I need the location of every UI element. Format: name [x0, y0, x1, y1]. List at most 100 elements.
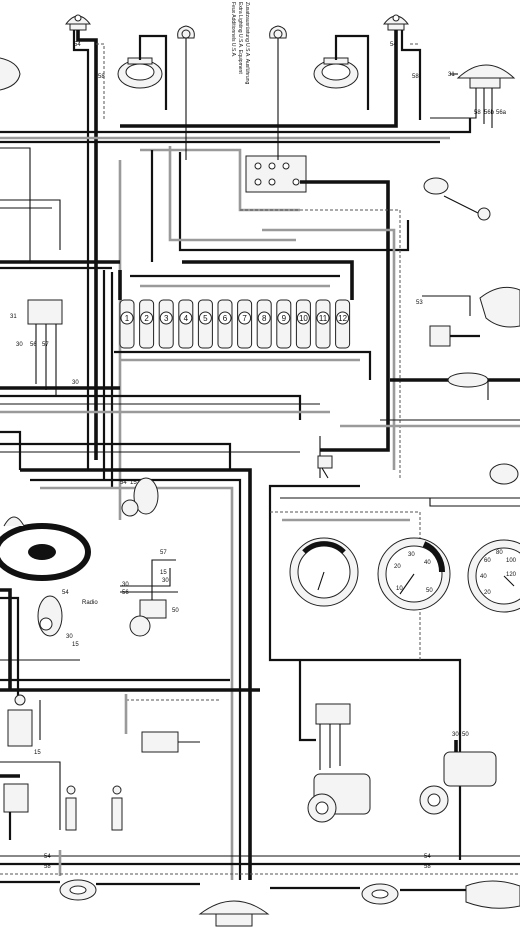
label-50-starter: 50 [462, 732, 469, 738]
dimmer-relay-icon [245, 155, 307, 193]
starter-motor-icon: 30 50 [419, 732, 497, 815]
label-56-left: 56 [30, 342, 37, 348]
label-54-right: 54 [390, 42, 397, 48]
label-15-ign: 15 [160, 570, 167, 576]
license-light-icon [198, 900, 270, 927]
fuse-2: 2 [139, 299, 155, 349]
fuse-label: 10 [299, 314, 308, 323]
fuse-label: 6 [223, 314, 228, 323]
label-58-bottom-right: 58 [424, 864, 431, 870]
header-line-3: Feux Additionnels U.S.A. [230, 2, 236, 57]
bulb-left-icon [177, 25, 195, 39]
header-line-2: Extra Lighting U.S.A. Equipment [237, 2, 243, 74]
tacho-50: 50 [426, 588, 433, 594]
label-30b-ign: 30 [162, 578, 169, 584]
fuse-label: 1 [125, 314, 130, 323]
fuse-4: 4 [178, 299, 194, 349]
label-58-left: 58 [98, 74, 105, 80]
fuse-label: 9 [282, 314, 287, 323]
label-30-key: 30 [66, 634, 73, 640]
top-labels: 54 58 54 58 31 58 56b 56a [74, 42, 507, 116]
horn-icon [423, 177, 491, 221]
tacho-20: 20 [394, 564, 401, 570]
dimmer-switch-icon: 54 15 [120, 477, 159, 517]
label-30-starter: 30 [452, 732, 459, 738]
speedo-80: 80 [496, 550, 503, 556]
steering-wheel-icon [0, 516, 91, 581]
fuse-10: 10 [295, 299, 311, 349]
ignition-switch-icon: 57 30 56 15 30 50 [120, 550, 179, 637]
label-30-mid: 30 [72, 380, 79, 386]
fuse-3: 3 [158, 299, 174, 349]
tail-lamp-far-right-icon [465, 880, 520, 909]
label-56b-headlight: 56b [484, 110, 495, 116]
radio-icon: 54 Radio 30 15 [37, 590, 98, 648]
label-50-ign: 50 [172, 608, 179, 614]
label-15-coil: 15 [34, 750, 41, 756]
tail-lamp-right-icon [489, 463, 519, 485]
headlamp-unit-right-icon [313, 57, 359, 89]
speedo-40: 40 [480, 574, 487, 580]
fuse-9: 9 [276, 299, 292, 349]
fuse-6: 6 [217, 299, 233, 349]
bottom-components: 54 58 54 58 [0, 854, 520, 927]
label-54-left: 54 [74, 42, 81, 48]
label-53-right: 53 [416, 300, 423, 306]
interior-light-icon [447, 372, 489, 400]
label-31-headlight: 31 [448, 72, 455, 78]
label-54-bottom-right: 54 [424, 854, 431, 860]
label-58-headlight: 58 [474, 110, 481, 116]
tacho-10: 10 [396, 586, 403, 592]
lower-left-wiring [0, 588, 520, 876]
label-54-sw: 54 [120, 480, 127, 486]
turn-signal-right-icon [382, 14, 410, 31]
fuse-label: 2 [144, 314, 149, 323]
fuse-12: 12 [335, 299, 351, 349]
fog-lamp-icon: 53 [416, 286, 520, 347]
tail-lamp-left-icon [59, 879, 97, 901]
label-54-bottom: 54 [44, 854, 51, 860]
label-56-ign: 56 [122, 590, 129, 596]
headlight-right-icon [456, 64, 516, 89]
brake-switch-icon [141, 731, 200, 753]
label-radio: Radio [82, 600, 98, 606]
fuse-label: 5 [203, 314, 208, 323]
top-components [0, 14, 516, 91]
label-57-mid: 57 [160, 550, 167, 556]
spark-plug-right-icon [111, 785, 123, 831]
label-56a-headlight: 56a [496, 110, 507, 116]
fuse-label: 7 [242, 314, 247, 323]
speedo-100: 100 [506, 558, 517, 564]
tachometer: 10 20 30 40 50 [377, 537, 451, 611]
regulator-left-icon: 31 30 56 57 [10, 299, 63, 396]
turn-signal-left-icon [64, 14, 92, 31]
tail-lamp-mid-icon [361, 883, 399, 905]
headlight-left-icon [0, 57, 21, 91]
header-line-1: Zusatzausrüstung U.S.A. Ausführung [244, 2, 250, 84]
speedo-20: 20 [484, 590, 491, 596]
distributor-icon [3, 783, 29, 840]
label-15-key: 15 [72, 642, 79, 648]
label-57-left: 57 [42, 342, 49, 348]
top-wiring [0, 30, 493, 470]
middle-wiring: 30 [0, 378, 520, 880]
fuse-11: 11 [315, 299, 331, 349]
fuse-1: 1 [119, 299, 135, 349]
label-30-left: 30 [16, 342, 23, 348]
fuse-5: 5 [197, 299, 213, 349]
speedometer: 20 40 60 80 100 120 [467, 539, 520, 613]
label-58-bottom: 58 [44, 864, 51, 870]
label-15-sw: 15 [130, 480, 137, 486]
label-30-ign: 30 [122, 582, 129, 588]
label-31-left: 31 [10, 314, 17, 320]
fuse-label: 11 [319, 314, 328, 323]
fuse-7: 7 [237, 299, 253, 349]
tacho-30: 30 [408, 552, 415, 558]
speedo-120: 120 [506, 572, 517, 578]
spark-plug-left-icon [65, 785, 77, 831]
bulb-right-icon [269, 25, 287, 39]
fuse-label: 8 [262, 314, 267, 323]
ignition-coil-icon: 15 [7, 694, 41, 756]
